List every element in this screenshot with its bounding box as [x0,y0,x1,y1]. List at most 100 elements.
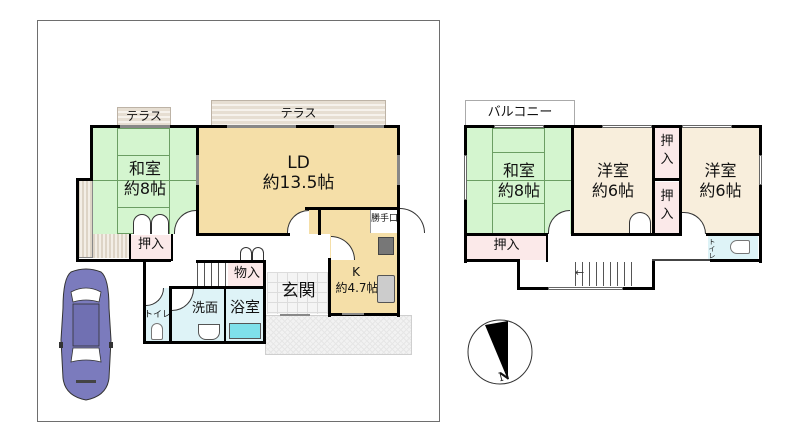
wall [328,258,331,317]
wall [706,233,762,236]
oshiire-2f-bottom-label: 押入 [493,238,520,253]
wall [196,233,290,236]
oshiire-2f-top-label: 押 入 [660,134,674,167]
wall [90,125,93,180]
kitchen-size: 約4.7帖 [335,281,379,295]
window [494,125,544,128]
terrace-large: テラス [211,100,386,127]
room-katteguchi: 勝手口 [370,208,398,233]
stairs-2f[interactable] [575,262,635,286]
wall [143,341,266,344]
wall [169,286,172,343]
window [334,125,384,128]
window [342,313,364,315]
washitsu-2f-name: 和室 [502,161,535,180]
wall [517,259,520,290]
wall [76,178,93,181]
wall [169,286,264,289]
wall [305,207,400,210]
stairs-arrow-icon: ← [575,266,585,279]
window [548,287,623,290]
window [120,125,170,128]
tatami-grid [467,180,571,181]
room-yokushitsu: 浴室 [226,289,264,342]
closet-door-icon[interactable] [133,214,151,234]
room-youshitsu-2: 洋室 約6帖 [682,128,759,234]
wall [76,259,171,262]
engawa-bottom [93,234,129,258]
room-toilet-2f: トイレ [708,236,758,259]
wall [129,234,131,261]
balcony-label: バルコニー [487,105,553,120]
wall [652,259,710,261]
window [397,155,400,185]
compass-icon: N [466,318,534,386]
wall [196,260,264,263]
hallway-2f [546,236,706,260]
youshitsu-1-name: 洋室 [596,161,629,180]
katteguchi-label: 勝手口 [371,214,399,224]
wall [571,125,574,236]
window [280,314,310,316]
window [682,125,732,128]
senmen-label: 洗面 [191,301,218,316]
youshitsu-2-name: 洋室 [704,161,737,180]
oshiire-1f-label: 押入 [137,237,164,252]
room-oshiire-2f-top: 押 入 [655,128,679,178]
terrace-small-label: テラス [126,109,162,123]
wall [464,233,548,236]
washbasin-icon [198,324,220,340]
wall [263,260,266,344]
monoire-door-icon[interactable] [252,247,264,261]
wall [759,125,762,263]
lot-boundary [37,20,440,422]
monoire-label: 物入 [233,266,260,281]
window [464,155,467,200]
ld-name: LD [287,153,310,173]
genkan-label: 玄関 [281,281,316,301]
youshitsu-1-door-icon[interactable] [629,212,651,234]
car-icon [59,268,113,402]
room-oshiire-2f-mid: 押 入 [655,182,679,234]
wall [76,178,79,262]
wall [546,235,548,262]
window [227,125,296,128]
stairs-1f[interactable] [197,262,229,286]
room-oshiire-1f: 押入 [131,235,171,259]
wall [224,289,226,342]
wall [143,262,146,344]
toilet-1f-label: トイレ [143,310,171,320]
tatami-grid [117,155,170,208]
wall [652,178,682,181]
tatami-grid [93,180,197,181]
terrace-small: テラス [117,107,171,127]
bathtub-icon [229,323,261,339]
youshitsu-2-size: 約6帖 [699,181,742,200]
window [196,155,199,185]
washitsu-1f-name: 和室 [128,159,161,178]
wall [328,313,400,316]
washitsu-2f-size: 約8帖 [497,181,541,200]
toilet-icon [151,323,163,340]
room-monoire: 物入 [228,262,264,288]
porch [265,315,412,355]
stove-icon [378,237,394,255]
terrace-large-label: テラス [280,106,317,120]
engawa [77,180,93,258]
youshitsu-1-size: 約6帖 [591,181,635,200]
wall [397,125,400,317]
wall [318,207,321,235]
room-oshiire-2f-bottom: 押入 [467,236,546,260]
oshiire-2f-mid-label: 押 入 [660,189,674,222]
monoire-door-icon[interactable] [240,247,252,261]
washitsu-1f-size: 約8帖 [123,179,167,198]
closet-door-icon[interactable] [151,214,169,234]
window [602,125,652,128]
sink-icon [377,275,395,303]
wall [171,234,173,261]
window [759,155,762,185]
ld-size: 約13.5帖 [262,173,335,193]
room-washitsu-2f: 和室 約8帖 [467,128,571,234]
toilet-2f-label: トイレ [708,238,717,259]
yokushitsu-label: 浴室 [229,298,260,316]
